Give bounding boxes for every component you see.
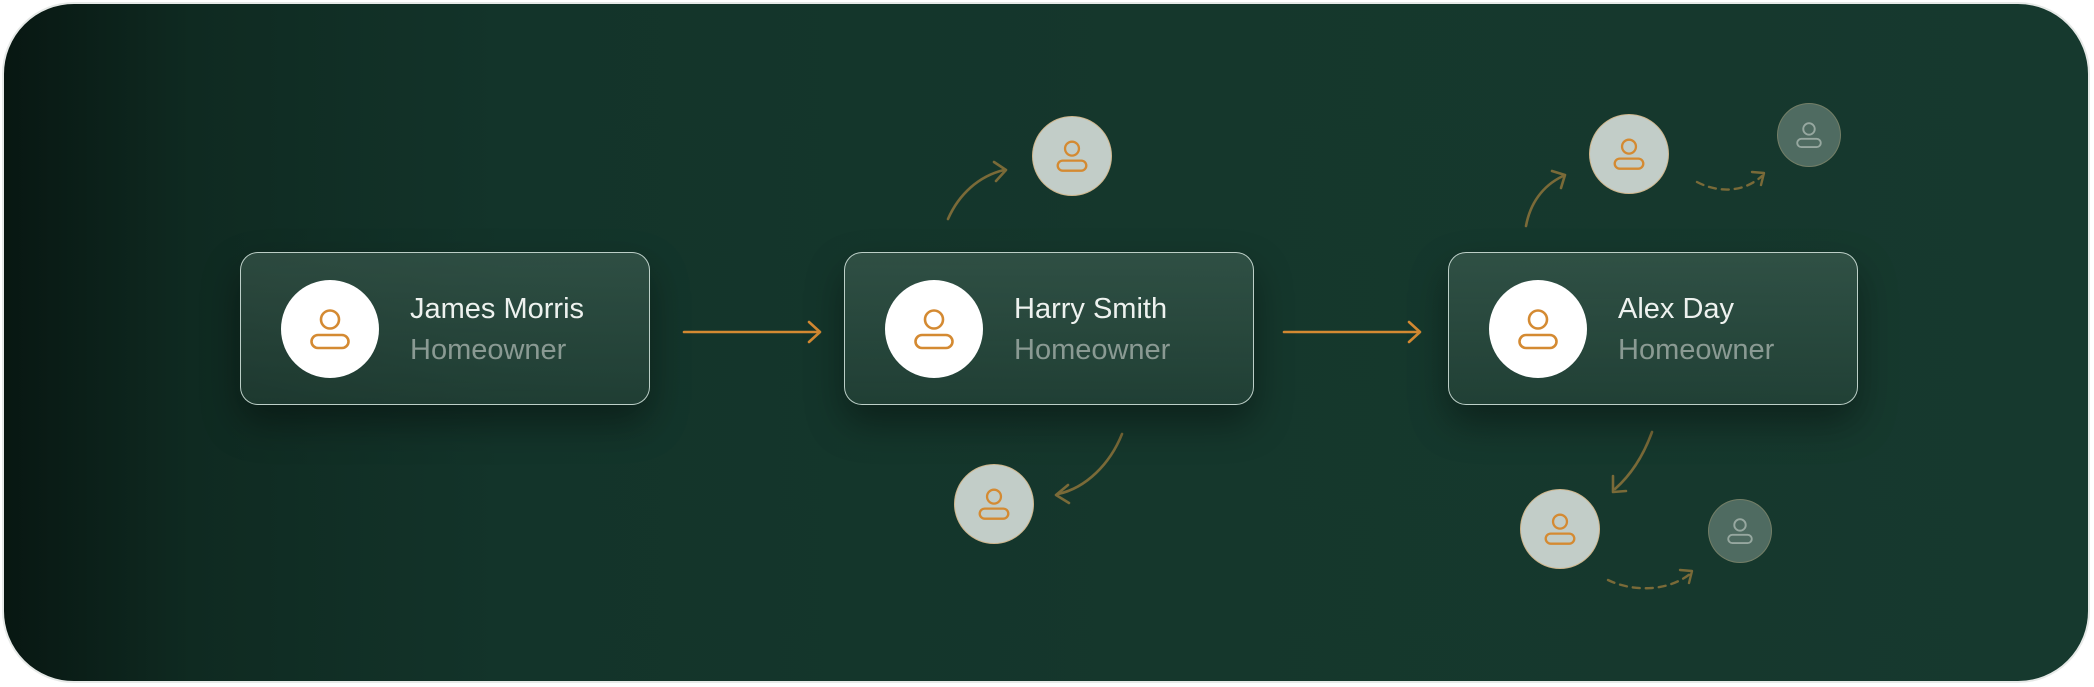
arrow-right-icon bbox=[1282, 320, 1422, 344]
arrow-right-icon bbox=[682, 320, 822, 344]
avatar bbox=[281, 280, 379, 378]
connector-layer bbox=[682, 160, 1766, 590]
user-icon bbox=[1518, 309, 1558, 350]
user-icon bbox=[1796, 122, 1822, 149]
mini-avatar bbox=[1032, 116, 1112, 196]
mini-avatar bbox=[1589, 114, 1669, 194]
curved-arrow-icon bbox=[946, 160, 1008, 221]
user-icon bbox=[1056, 140, 1088, 172]
curved-arrow-icon bbox=[1524, 169, 1567, 228]
person-role: Homeowner bbox=[1014, 334, 1171, 366]
user-icon bbox=[1544, 513, 1576, 545]
mini-avatar bbox=[954, 464, 1034, 544]
person-card[interactable]: James Morris Homeowner bbox=[240, 252, 650, 405]
person-name: James Morris bbox=[410, 293, 585, 325]
person-name: Alex Day bbox=[1618, 293, 1735, 325]
avatar bbox=[885, 280, 983, 378]
dashed-arrow-icon bbox=[1695, 170, 1766, 191]
person-card[interactable]: Alex Day Homeowner bbox=[1448, 252, 1858, 405]
user-icon bbox=[310, 309, 350, 350]
mini-avatar bbox=[1777, 103, 1841, 167]
mini-avatar bbox=[1708, 499, 1772, 563]
user-icon bbox=[914, 309, 954, 350]
person-role: Homeowner bbox=[1618, 334, 1775, 366]
curved-arrow-icon bbox=[1611, 430, 1654, 494]
mini-avatar bbox=[1520, 489, 1600, 569]
user-icon bbox=[1613, 138, 1645, 170]
person-name: Harry Smith bbox=[1014, 293, 1168, 325]
avatar bbox=[1489, 280, 1587, 378]
curved-arrow-icon bbox=[1054, 432, 1124, 505]
user-icon bbox=[978, 488, 1010, 520]
person-role: Homeowner bbox=[410, 334, 567, 366]
user-icon bbox=[1727, 518, 1753, 545]
person-card[interactable]: Harry Smith Homeowner bbox=[844, 252, 1254, 405]
dashed-arrow-icon bbox=[1606, 568, 1694, 590]
